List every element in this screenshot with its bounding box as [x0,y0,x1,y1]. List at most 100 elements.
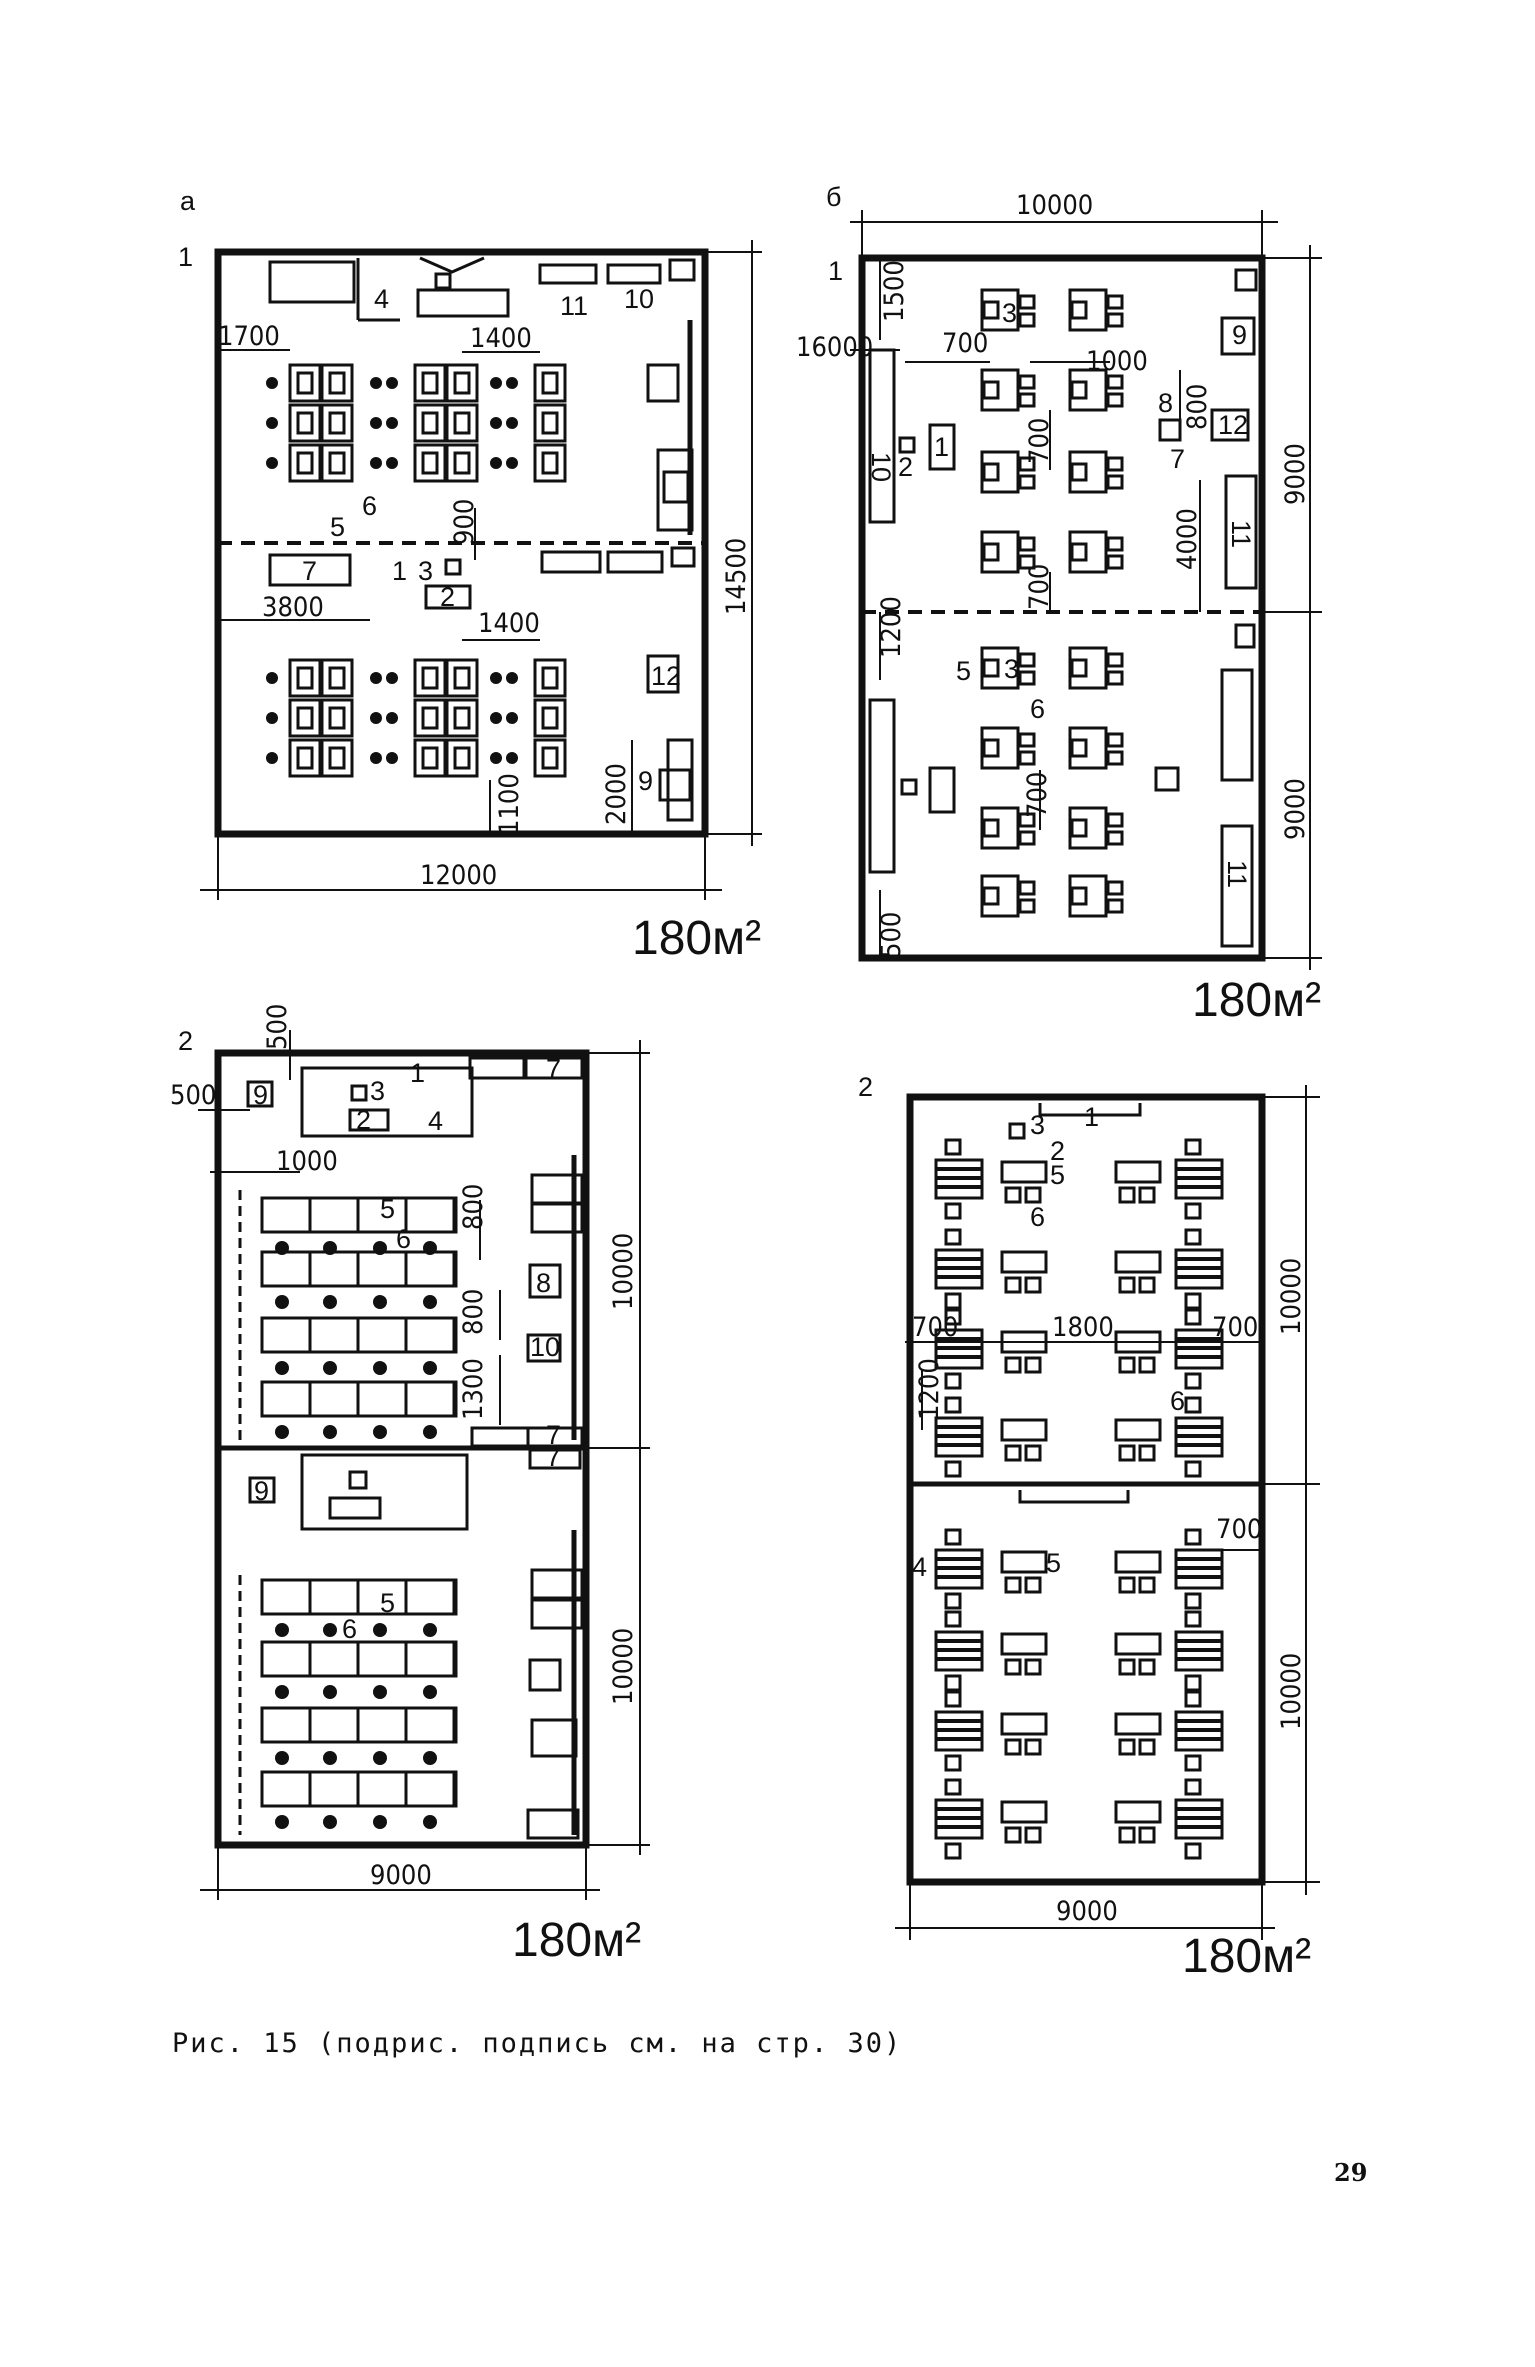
label-9: 9 [1232,320,1247,350]
dim-10000-top: 10000 [608,1233,639,1310]
chair-box [944,1292,962,1310]
desk-cell [308,1706,360,1744]
desk-screen [328,371,346,395]
panel-a-sub-2: 2 [178,1026,193,1056]
chair-box [944,1372,962,1390]
chair-dot [423,1623,437,1637]
desk-screen [296,666,314,690]
chair-dot [386,377,398,389]
desk [980,450,1020,494]
desk-screen [421,746,439,770]
chair-box [1184,1460,1202,1478]
panel-a-sub-1: 1 [178,242,193,272]
table [1114,1712,1162,1736]
chair-box [1018,732,1036,748]
chair-box [1018,652,1036,668]
chair-dot [370,672,382,684]
label-6-bottom: 6 [1170,1386,1185,1416]
desk-unit [413,403,447,443]
chair-dot [275,1361,289,1375]
chair-box [1106,750,1124,766]
label-4: 4 [912,1552,927,1582]
dim-10000: 10000 [1016,190,1093,221]
desk-cell [260,1640,312,1678]
desk [1068,806,1108,850]
desk-screen [421,706,439,730]
chair-dot [323,1751,337,1765]
panel-b-sub-2: 2 [858,1072,873,1102]
label-5: 5 [956,656,971,686]
chair-box [1024,1576,1042,1594]
table [1114,1800,1162,1824]
chair-dot [490,417,502,429]
desk-screen [421,371,439,395]
dim-500-top: 500 [262,1004,293,1050]
table [1000,1160,1048,1184]
dim-500-left: 500 [170,1080,216,1111]
desk [980,288,1020,332]
chair-box [1138,1576,1156,1594]
chair-box [1138,1444,1156,1462]
label-3: 3 [1030,1110,1045,1140]
desk-screen [296,706,314,730]
chair-box [1106,536,1124,552]
dim-800-top: 800 [458,1184,489,1230]
label-5-top: 5 [380,1194,395,1224]
label-2: 2 [898,452,913,482]
label-6-bottom: 6 [342,1614,357,1644]
area-a1: 180м² [632,912,761,965]
desk-unit [413,443,447,483]
desk-cell [308,1380,360,1418]
desk-unit [533,658,567,698]
chair-dot [266,752,278,764]
desk-cell [404,1640,456,1678]
dim-9000-top: 9000 [1280,443,1311,505]
chair-box [1184,1202,1202,1220]
chair-dot [323,1295,337,1309]
desk-unit [320,363,354,403]
desk-unit [533,698,567,738]
label-5: 5 [330,512,345,542]
plan-a1: 1700 1400 900 3800 1400 1100 2000 12000 … [200,240,762,965]
dim-1200: 1200 [876,596,907,658]
desk-screen [453,371,471,395]
area-b1: 180м² [1192,974,1321,1027]
desk-unit [533,443,567,483]
desk [1068,288,1108,332]
chair-box [1106,732,1124,748]
chair-box [1018,392,1036,408]
chair-box [1184,1690,1202,1708]
label-1: 1 [934,432,949,462]
chair-dot [275,1751,289,1765]
desk-cell [260,1578,312,1616]
dim-2000: 2000 [601,763,632,825]
label-1: 1 [392,556,407,586]
chair-box [1184,1528,1202,1546]
label-1: 1 [410,1058,425,1088]
chair-dot [373,1361,387,1375]
chair-box [1184,1778,1202,1796]
dim-10000-top: 10000 [1276,1258,1307,1335]
desk-cell [356,1316,408,1354]
desk-cell [356,1770,408,1808]
desk-unit [288,363,322,403]
chair-box [1138,1186,1156,1204]
desk-unit [413,698,447,738]
dim-1400-top: 1400 [470,323,532,354]
label-5-top: 5 [1050,1160,1065,1190]
panel-letter-b: б [826,182,841,212]
desk-screen [328,746,346,770]
chair-dot [423,1361,437,1375]
figure-caption: Рис. 15 (подрис. подпись см. на стр. 30) [172,2028,903,2059]
chair-dot [506,712,518,724]
desk-inner [1070,738,1088,758]
chair-dot [323,1815,337,1829]
chair-box [1024,1186,1042,1204]
chair-box [944,1754,962,1772]
label-9: 9 [638,766,653,796]
desk-screen [453,706,471,730]
chair-dot [490,712,502,724]
chair-box [1018,812,1036,828]
chair-box [1106,312,1124,328]
